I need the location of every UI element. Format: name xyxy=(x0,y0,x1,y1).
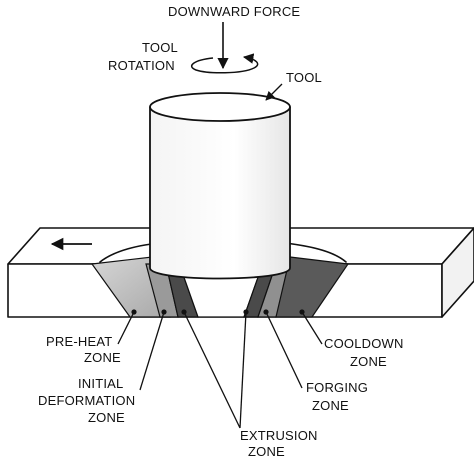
extrusion-leader-right xyxy=(239,311,247,429)
cooldown-label-line1: COOLDOWN xyxy=(324,336,404,351)
tool-rotation-label-line2: ROTATION xyxy=(108,58,175,73)
downward-force-label: DOWNWARD FORCE xyxy=(168,4,300,19)
forging-label-line1: FORGING xyxy=(306,380,368,395)
cooldown-leader xyxy=(301,311,323,345)
tool-rotation-arrow xyxy=(191,53,259,74)
extrusion-label-line1: EXTRUSION xyxy=(240,428,318,443)
extrusion-leader-left xyxy=(183,311,241,429)
extrusion-label-line2: ZONE xyxy=(248,444,285,459)
plate-side-face xyxy=(441,227,474,318)
tool-label: TOOL xyxy=(286,70,322,85)
cooldown-zone-region xyxy=(275,256,350,318)
forging-leader xyxy=(265,311,303,389)
initial-leader xyxy=(139,311,165,391)
initial-label-line1: INITIAL xyxy=(78,376,123,391)
initial-label-line2: DEFORMATION xyxy=(38,393,135,408)
tool-leader xyxy=(265,83,283,101)
forging-label-line2: ZONE xyxy=(312,398,349,413)
tool-body xyxy=(149,106,291,280)
preheat-label-line1: PRE-HEAT xyxy=(46,334,112,349)
tool-top xyxy=(149,92,291,122)
preheat-leader xyxy=(117,311,135,345)
initial-label-line3: ZONE xyxy=(88,410,125,425)
preheat-label-line2: ZONE xyxy=(84,350,121,365)
tool-rotation-label-line1: TOOL xyxy=(142,40,178,55)
cooldown-label-line2: ZONE xyxy=(350,354,387,369)
